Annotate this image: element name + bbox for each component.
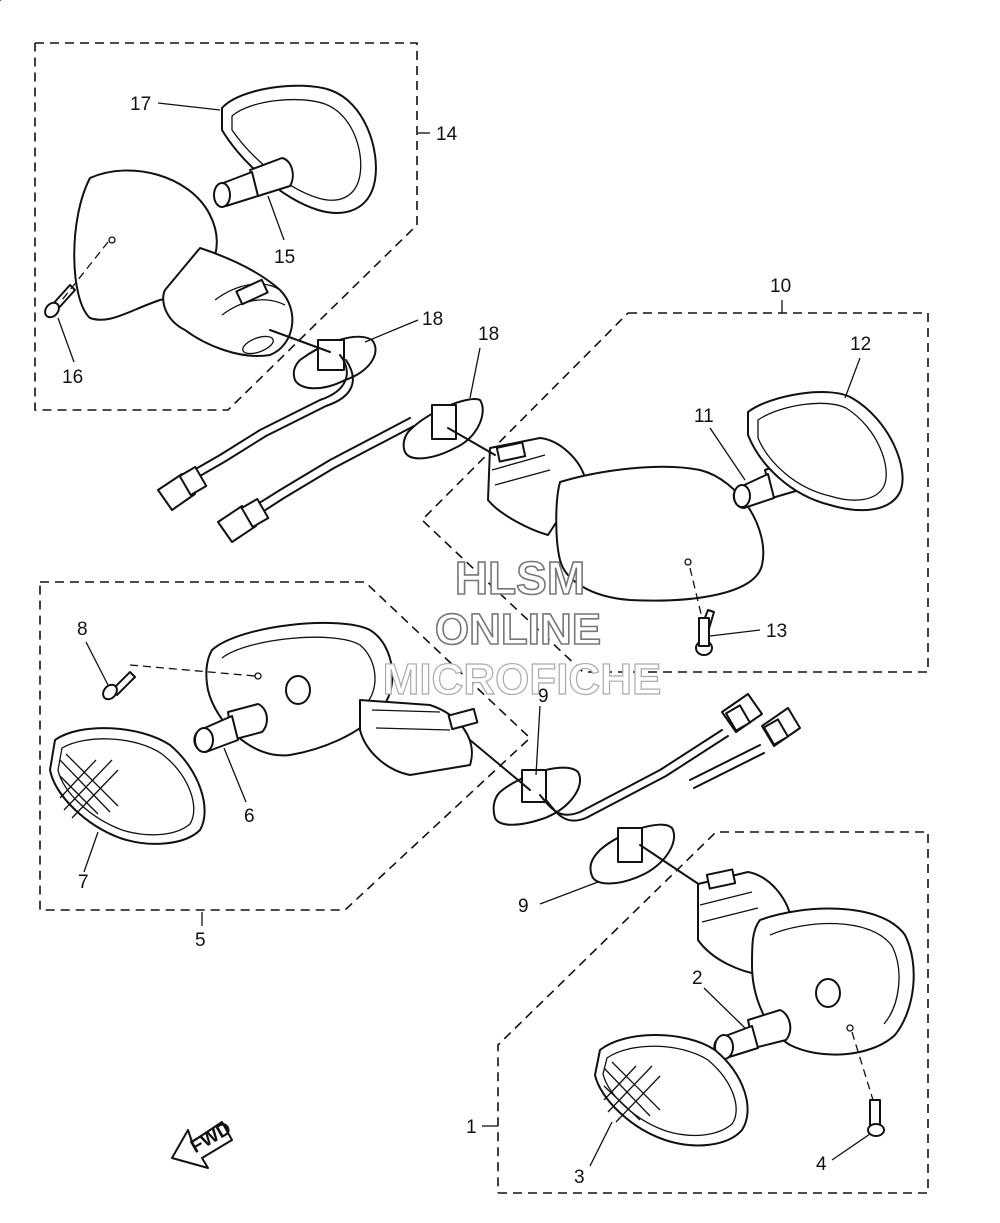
callout-9-lower: 9 bbox=[518, 896, 529, 917]
screw-17[interactable] bbox=[42, 284, 76, 320]
callout-13: 13 bbox=[766, 621, 787, 642]
callout-18-left: 18 bbox=[422, 309, 443, 330]
callout-15: 15 bbox=[274, 247, 295, 268]
grommet-9-upper[interactable] bbox=[492, 766, 581, 826]
bulb-2[interactable] bbox=[713, 1009, 792, 1060]
callout-14: 14 bbox=[436, 124, 458, 145]
callout-16: 17 bbox=[130, 94, 151, 115]
housing-14[interactable] bbox=[73, 169, 294, 357]
bulb-15[interactable] bbox=[213, 157, 294, 208]
lens-12[interactable] bbox=[747, 391, 904, 512]
screw-8[interactable] bbox=[100, 671, 136, 702]
screw-4[interactable] bbox=[867, 1099, 885, 1137]
callout-12: 12 bbox=[850, 334, 871, 355]
forward-arrow-icon: FWD bbox=[171, 1118, 235, 1169]
leader-lines bbox=[57, 102, 871, 1167]
callout-9-upper: 9 bbox=[538, 686, 549, 707]
callout-6: 6 bbox=[244, 806, 255, 827]
callout-4: 4 bbox=[816, 1154, 827, 1175]
connector-right-1[interactable] bbox=[721, 693, 763, 733]
lens-3[interactable] bbox=[594, 1034, 749, 1147]
grommet-18-right[interactable] bbox=[402, 398, 484, 460]
lens-grid-pattern bbox=[59, 753, 119, 819]
connector-right-2[interactable] bbox=[761, 707, 801, 747]
callout-5: 5 bbox=[195, 930, 206, 951]
watermark-line2: ONLINE bbox=[435, 605, 601, 654]
callout-8: 8 bbox=[77, 619, 88, 640]
connector-left-2[interactable] bbox=[217, 497, 270, 543]
connector-left[interactable] bbox=[157, 465, 208, 511]
assembly-boundary-10 bbox=[420, 312, 929, 673]
housing-10[interactable] bbox=[487, 437, 765, 602]
callout-10: 10 bbox=[770, 276, 791, 297]
grommet-9-lower[interactable] bbox=[589, 823, 675, 885]
callout-18-right: 18 bbox=[478, 324, 499, 345]
watermark-line1: HLSM bbox=[455, 552, 585, 604]
callout-7: 7 bbox=[78, 872, 89, 893]
lens-7[interactable] bbox=[49, 727, 206, 845]
assembly-boundary-5 bbox=[39, 581, 532, 911]
lens-grid-pattern-3 bbox=[603, 1061, 661, 1123]
callout-11: 11 bbox=[694, 406, 714, 427]
callout-1: 1 bbox=[466, 1117, 477, 1138]
watermark: HLSM ONLINE MICROFICHE bbox=[382, 551, 662, 704]
grommet-18-left[interactable] bbox=[292, 335, 377, 390]
assembly-boundary-14 bbox=[34, 42, 418, 411]
screw-13[interactable] bbox=[695, 609, 715, 656]
housing-1[interactable] bbox=[697, 868, 915, 1056]
callout-2: 2 bbox=[692, 968, 703, 989]
callout-3: 3 bbox=[574, 1167, 585, 1188]
callout-17: 16 bbox=[62, 367, 83, 388]
bulb-6[interactable] bbox=[193, 703, 268, 753]
watermark-line3: MICROFICHE bbox=[383, 655, 662, 704]
